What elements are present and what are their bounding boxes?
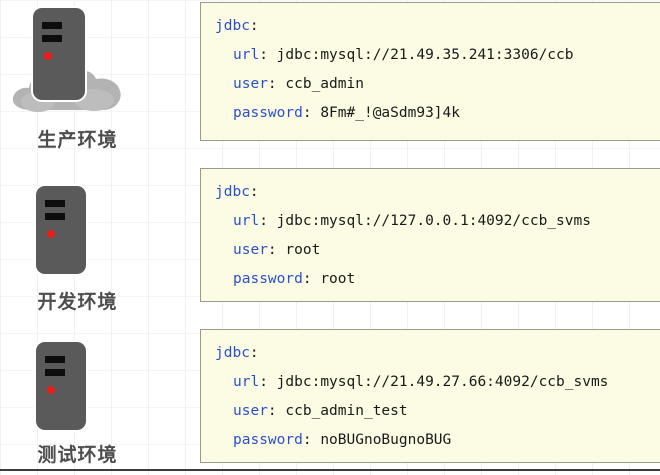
server-tower-icon [36,186,86,274]
config-entry-key: user [233,242,268,258]
server-status-led-icon [44,52,52,60]
config-entry-key: password [233,105,303,121]
config-box-test: jdbc: url: jdbc:mysql://21.49.27.66:4092… [200,329,660,463]
colon-glyph: : [267,403,277,419]
config-box-production: jdbc: url: jdbc:mysql://21.49.35.241:330… [200,2,660,141]
config-entry-url: url: jdbc:mysql://127.0.0.1:4092/ccb_svm… [215,207,660,236]
config-entry-key: url [233,47,260,63]
space-glyph [268,47,277,63]
colon-glyph: : [267,76,277,92]
config-root-line: jdbc: [215,12,660,41]
config-entry-value: root [285,242,321,258]
environment-label-production: 生产环境 [37,129,118,151]
server-vent-icon [45,200,65,207]
environment-icon-wrap [0,160,196,280]
environment-icon-wrap [0,320,196,435]
config-entry-key: user [233,403,268,419]
config-entry-url: url: jdbc:mysql://21.49.27.66:4092/ccb_s… [215,368,660,397]
colon-glyph: : [302,271,312,287]
colon-glyph: : [259,374,268,390]
colon-glyph: : [259,47,268,63]
colon-glyph: : [249,345,259,361]
bottom-divider [0,469,660,471]
server-vent-icon [45,213,65,220]
environment-cell-test: 测试环境 [0,320,196,475]
config-root-key: jdbc [215,345,250,361]
colon-glyph: : [302,432,312,448]
space-glyph [268,374,277,390]
config-entry-value: root [320,271,356,287]
colon-glyph: : [249,184,259,200]
environment-icon-wrap [0,0,196,122]
config-entry-key: url [233,213,260,229]
colon-glyph: : [302,105,312,121]
config-entry-key: password [233,271,303,287]
space-glyph [312,432,321,448]
server-status-led-icon [47,230,55,238]
environment-cell-development: 开发环境 [0,160,196,320]
config-box-development: jdbc: url: jdbc:mysql://127.0.0.1:4092/c… [200,168,660,302]
server-vent-icon [45,369,65,376]
config-entry-value: ccb_admin [285,76,364,92]
config-entry-password: password: noBUGnoBugnoBUG [215,426,660,455]
environment-label-development: 开发环境 [37,291,118,313]
server-vent-icon [42,35,62,42]
config-entry-value: noBUGnoBugnoBUG [320,432,452,448]
config-entry-url: url: jdbc:mysql://21.49.35.241:3306/ccb [215,41,660,70]
server-vent-icon [45,356,65,363]
config-entry-password: password: root [215,265,660,294]
space-glyph [312,105,321,121]
server-status-led-icon [47,386,55,394]
colon-glyph: : [259,213,268,229]
environment-cell-production: 生产环境 [0,0,196,160]
config-root-line: jdbc: [215,339,660,368]
config-entry-key: password [233,432,303,448]
config-entry-user: user: ccb_admin [215,70,660,99]
config-entry-value: 8Fm#_!@aSdm93]4k [320,105,460,121]
server-tower-icon [33,8,85,100]
config-entry-value: jdbc:mysql://21.49.27.66:4092/ccb_svms [276,374,609,390]
server-vent-icon [42,22,62,29]
space-glyph [268,213,277,229]
config-entry-password: password: 8Fm#_!@aSdm93]4k [215,99,660,128]
config-root-key: jdbc [215,184,250,200]
config-entry-user: user: ccb_admin_test [215,397,660,426]
colon-glyph: : [267,242,277,258]
server-tower-icon [36,342,86,430]
environment-label-test: 测试环境 [37,444,118,466]
config-entry-value: jdbc:mysql://127.0.0.1:4092/ccb_svms [276,213,591,229]
colon-glyph: : [249,18,259,34]
config-entry-value: ccb_admin_test [285,403,408,419]
config-entry-key: user [233,76,268,92]
config-root-line: jdbc: [215,178,660,207]
space-glyph [312,271,321,287]
config-entry-value: jdbc:mysql://21.49.35.241:3306/ccb [276,47,574,63]
config-entry-key: url [233,374,260,390]
config-entry-user: user: root [215,236,660,265]
config-root-key: jdbc [215,18,250,34]
